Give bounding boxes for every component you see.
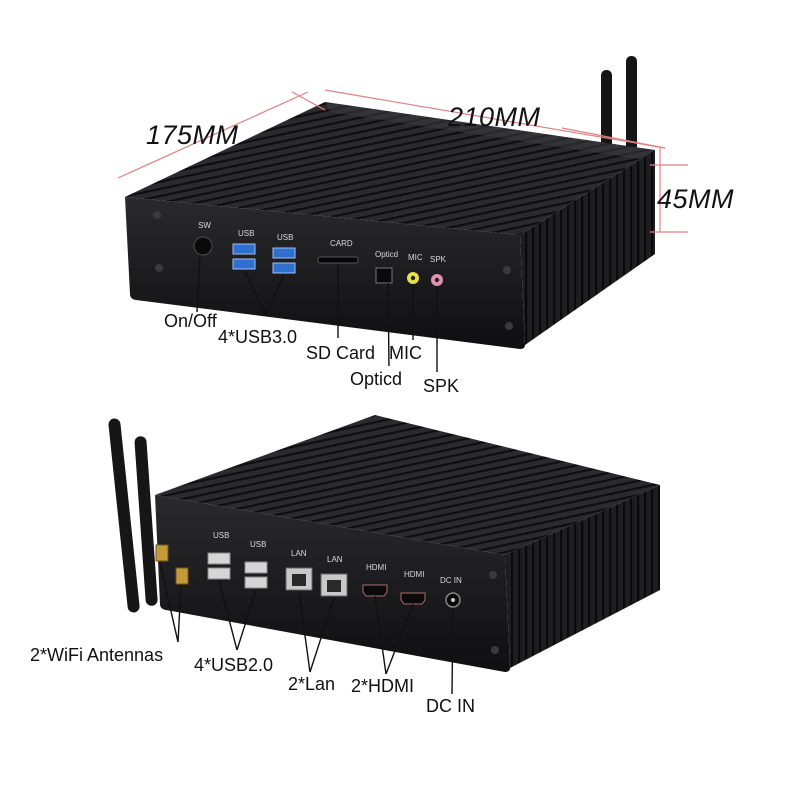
width-dimension-label: 210MM (448, 102, 541, 132)
spk-label: SPK (430, 255, 447, 264)
height-dimension-label: 45MM (657, 184, 735, 214)
rear-callout-lines (159, 562, 454, 695)
usb-label-1: USB (238, 229, 254, 238)
usb-label-2: USB (277, 233, 293, 242)
sd-card-slot-icon (317, 256, 359, 264)
dc-in-label: DC IN (440, 576, 462, 585)
lan-port-icon (285, 567, 348, 597)
hdmi-port-icon (362, 584, 426, 605)
rear-usb-label-2: USB (250, 540, 266, 549)
wifi-callout: 2*WiFi Antennas (30, 645, 164, 665)
front-device: SW USB USB CARD Opticd MIC SPK (117, 56, 688, 372)
usb3-callout: 4*USB3.0 (218, 327, 298, 347)
dc-in-callout: DC IN (426, 696, 475, 716)
antenna-rear-1 (108, 418, 140, 613)
antenna-rear-2 (134, 436, 158, 606)
power-callout: On/Off (164, 311, 217, 331)
mic-label: MIC (408, 253, 423, 262)
sd-card-callout: SD Card (306, 343, 376, 363)
rear-device: USB USB LAN LAN HDMI HDMI DC IN (108, 415, 660, 695)
sw-label: SW (198, 221, 211, 230)
antenna-front-1 (601, 70, 612, 152)
mic-callout: MIC (389, 343, 422, 363)
usb2-port-icon (207, 552, 268, 589)
lan-callout: 2*Lan (288, 674, 336, 694)
card-label: CARD (330, 239, 353, 248)
dimension-lines (117, 89, 688, 233)
hdmi-label-1: HDMI (366, 563, 386, 572)
depth-dimension-label: 175MM (146, 120, 239, 150)
usb3-port-icon (232, 243, 296, 274)
antenna-front-2 (626, 56, 637, 152)
front-callout-lines (196, 254, 438, 372)
optical-port-icon (375, 267, 393, 284)
rear-usb-label-1: USB (213, 531, 229, 540)
hdmi-label-2: HDMI (404, 570, 424, 579)
dc-jack-icon (445, 592, 461, 608)
lan-label-2: LAN (327, 555, 343, 564)
usb2-callout: 4*USB2.0 (194, 655, 274, 675)
mic-jack-icon (407, 272, 419, 284)
wifi-connector-icon (155, 544, 189, 585)
power-button-icon (193, 236, 213, 256)
spk-jack-icon (431, 274, 443, 286)
lan-label-1: LAN (291, 549, 307, 558)
optical-callout: Opticd (350, 369, 403, 389)
front-device-side (520, 150, 655, 345)
optical-label: Opticd (375, 250, 398, 259)
hdmi-callout: 2*HDMI (351, 676, 415, 696)
rear-device-top (155, 415, 660, 555)
spk-callout: SPK (423, 376, 460, 396)
front-device-face (125, 197, 525, 349)
rear-device-side (505, 485, 660, 668)
